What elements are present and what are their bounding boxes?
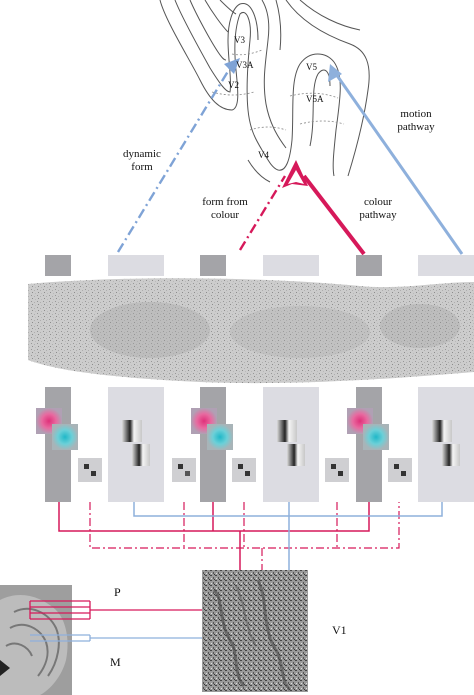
cortex-drawing	[159, 0, 370, 183]
label-dynamic-form: dynamic form	[123, 148, 161, 173]
form-from-colour-arrow	[238, 175, 287, 251]
v1-image	[202, 570, 308, 692]
motion-pathway-arrowhead	[328, 64, 342, 82]
label-motion-pathway: motion pathway	[397, 108, 435, 133]
orientation-fields	[122, 420, 460, 466]
colour-pathway-arrow	[302, 174, 366, 256]
v4-arrowhead-inner	[288, 170, 304, 184]
label-v1: V1	[332, 623, 347, 637]
dynamic-form-arrow	[116, 67, 232, 253]
label-v5: V5	[306, 62, 317, 72]
v2-stripe-image	[28, 278, 474, 384]
p-pathway	[29, 600, 202, 620]
dynamic-form-arrowhead	[224, 58, 240, 74]
interstripe-fields	[78, 458, 412, 482]
label-p: P	[114, 585, 121, 599]
colour-blobs	[36, 408, 389, 450]
label-v3a: V3A	[236, 60, 254, 70]
blue-wiring	[133, 502, 443, 570]
cortex-dotted-boundaries	[211, 49, 345, 131]
stripe-columns	[45, 387, 474, 502]
label-form-from-colour: form from colour	[202, 196, 248, 221]
label-v5a: V5A	[306, 94, 324, 104]
label-v2: V2	[228, 80, 239, 90]
motion-pathway-arrow	[334, 73, 464, 255]
label-v4: V4	[258, 150, 269, 160]
lgn-image	[0, 585, 72, 695]
label-v3: V3	[234, 35, 245, 45]
stripe-caps	[45, 255, 474, 276]
label-m: M	[110, 655, 121, 669]
m-pathway	[30, 634, 202, 642]
label-colour-pathway: colour pathway	[359, 196, 397, 221]
